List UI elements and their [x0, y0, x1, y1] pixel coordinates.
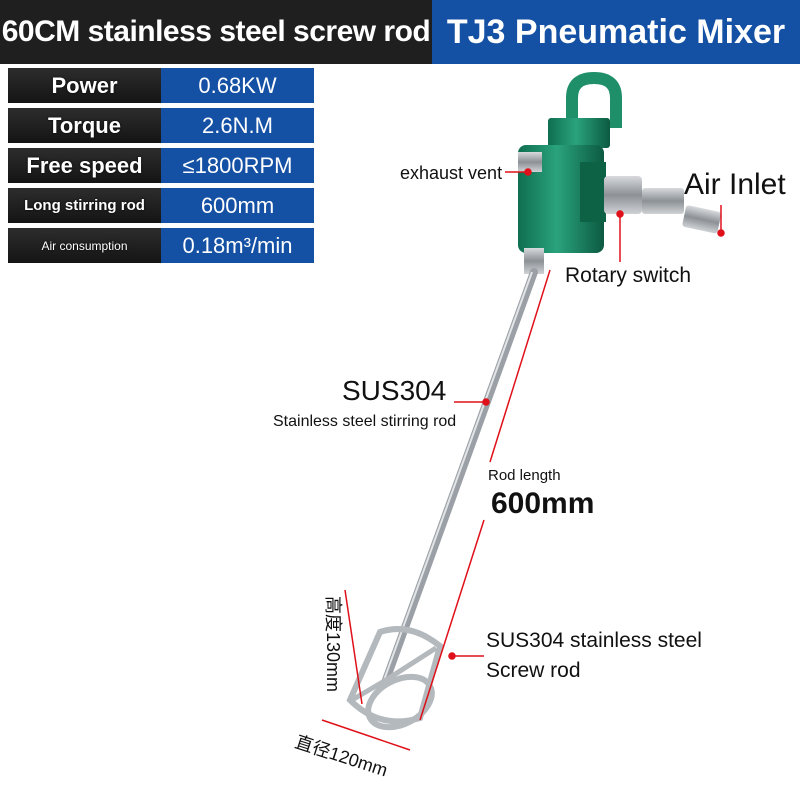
- spec-value-torque: 2.6N.M: [161, 108, 314, 143]
- spec-label-free-speed: Free speed: [8, 148, 161, 183]
- inlet-nozzle: [642, 188, 684, 214]
- spec-row: Air consumption 0.18m³/min: [8, 228, 314, 263]
- inlet-tip: [682, 205, 722, 234]
- spec-row: Torque 2.6N.M: [8, 108, 314, 143]
- air-inlet-label: Air Inlet: [684, 168, 786, 201]
- spec-value-rod: 600mm: [161, 188, 314, 223]
- spec-value-power: 0.68KW: [161, 68, 314, 103]
- screw-rod-label-line2: Screw rod: [486, 659, 581, 682]
- motor-body: [548, 118, 610, 148]
- screw-rod-label-line1: SUS304 stainless steel: [486, 629, 702, 652]
- spec-label-air: Air consumption: [8, 228, 161, 263]
- spec-value-free-speed: ≤1800RPM: [161, 148, 314, 183]
- material-label: SUS304: [342, 375, 447, 406]
- paddle-height-label: 高度130mm: [323, 596, 343, 693]
- spec-row: Long stirring rod 600mm: [8, 188, 314, 223]
- housing-side: [580, 162, 606, 222]
- rod-length-value: 600mm: [491, 487, 595, 520]
- spec-row: Free speed ≤1800RPM: [8, 148, 314, 183]
- exhaust-fitting: [518, 152, 542, 172]
- leader-lines: [321, 168, 725, 751]
- handle: [566, 71, 622, 128]
- chuck: [524, 248, 544, 274]
- spec-row: Power 0.68KW: [8, 68, 314, 103]
- material-sub-label: Stainless steel stirring rod: [273, 413, 457, 430]
- spec-value-air: 0.18m³/min: [161, 228, 314, 263]
- rod-length-label: Rod length: [488, 467, 561, 484]
- rotary-switch-label: Rotary switch: [565, 264, 692, 287]
- header-banner: 60CM stainless steel screw rod TJ3 Pneum…: [0, 0, 800, 64]
- spec-table: Power 0.68KW Torque 2.6N.M Free speed ≤1…: [8, 68, 314, 268]
- exhaust-vent-label: exhaust vent: [400, 163, 503, 183]
- inlet-coupler: [604, 176, 642, 214]
- spec-label-torque: Torque: [8, 108, 161, 143]
- spec-label-power: Power: [8, 68, 161, 103]
- stirring-rod: [382, 268, 538, 684]
- spec-label-rod: Long stirring rod: [8, 188, 161, 223]
- banner-left-title: 60CM stainless steel screw rod: [0, 0, 432, 64]
- banner-right-title: TJ3 Pneumatic Mixer: [432, 0, 800, 64]
